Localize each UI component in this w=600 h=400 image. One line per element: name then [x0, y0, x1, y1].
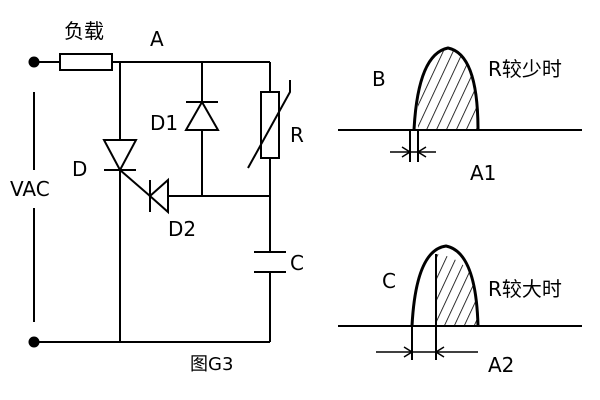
figure-caption: 图G3 [190, 354, 233, 375]
waveform-bottom-caption: R较大时 [488, 277, 562, 301]
d1-label: D1 [150, 111, 178, 135]
waveform-bottom-arrow-left [403, 346, 414, 358]
circuit-diagram [28, 53, 291, 348]
load-resistor [59, 53, 113, 71]
d2-label: D2 [168, 217, 196, 241]
node-a-label: A [150, 27, 164, 51]
waveform-top-caption: R较少时 [488, 57, 562, 81]
r-label: R [290, 123, 304, 147]
thyristor-d-triangle [102, 139, 138, 173]
waveform-bottom-shaded [436, 254, 478, 326]
d1-triangle [184, 99, 220, 131]
waveform-bottom-angle-label: A2 [488, 353, 514, 377]
c-label: C [290, 251, 304, 275]
thyristor-gate [119, 169, 151, 197]
waveform-top-shaded [418, 48, 478, 130]
vac-label: VAC [10, 177, 50, 201]
load-label: 负载 [64, 19, 104, 43]
d2-triangle [148, 177, 169, 215]
waveform-top-label: B [372, 67, 386, 91]
waveform-top-curve [412, 46, 480, 131]
d-label: D [72, 157, 87, 181]
waveform-top-angle-label: A1 [470, 161, 496, 185]
waveform-top-arrow-left [401, 146, 412, 158]
variable-resistor-arrow [247, 80, 291, 169]
waveform-bottom-label: C [382, 269, 396, 293]
waveform-bottom-curve [410, 244, 480, 327]
waveform-top [338, 46, 582, 162]
waveform-top-arrow-right [416, 146, 427, 158]
waveform-bottom [338, 244, 582, 360]
variable-resistor-r [260, 91, 280, 159]
waveform-bottom-arrow-right [434, 346, 445, 358]
